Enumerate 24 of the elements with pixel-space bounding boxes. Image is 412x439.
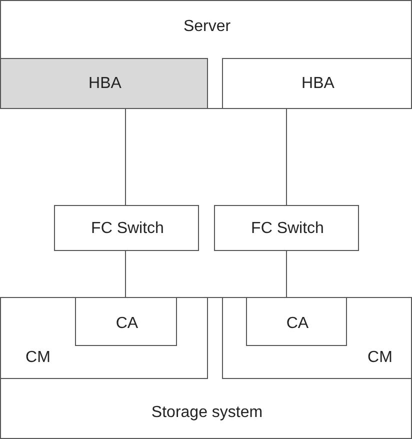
box: [214, 205, 359, 251]
box-label: Storage system: [151, 403, 263, 423]
box: [54, 205, 199, 251]
connector-line: [286, 250, 287, 298]
box: [222, 58, 412, 109]
box-label: CM: [368, 348, 392, 368]
box-label: HBA: [302, 74, 334, 94]
box-label: CA: [116, 314, 138, 334]
box-label: FC Switch: [91, 218, 164, 238]
box-label: CM: [26, 348, 50, 368]
box-label: HBA: [88, 74, 122, 94]
box: [0, 0, 412, 109]
box: [0, 297, 412, 439]
box: [246, 297, 347, 346]
box: [0, 58, 208, 109]
box-label: FC Switch: [251, 218, 324, 238]
box-label: Server: [183, 17, 231, 37]
connector-line: [125, 108, 126, 206]
connector-line: [286, 108, 287, 206]
box-label: CA: [286, 314, 309, 334]
connector-line: [125, 250, 126, 298]
box: [222, 297, 412, 379]
box: [0, 297, 208, 379]
box: [75, 297, 177, 346]
